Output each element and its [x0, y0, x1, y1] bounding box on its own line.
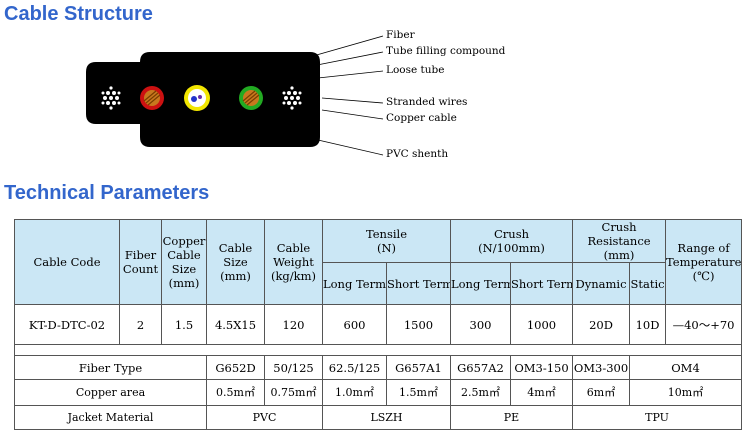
cable-structure-heading: Cable Structure [4, 3, 153, 25]
label-fiber: Fiber [386, 29, 415, 41]
fiber-type-value: 50/125 [264, 355, 323, 380]
stranded-wire-right [282, 86, 302, 110]
data-row: KT-D-DTC-02 2 1.5 4.5X15 120 600 1500 30… [14, 304, 742, 345]
copper-area-value: 0.5m㎡ [206, 379, 265, 406]
jacket-material-row: Jacket Material PVC LSZH PE TPU [14, 405, 742, 430]
fiber-type-value: G657A2 [450, 355, 511, 380]
hdr-tensile: Tensile(N) [322, 219, 451, 263]
fiber-type-row: Fiber Type G652D 50/125 62.5/125 G657A1 … [14, 355, 742, 380]
copper-area-value: 10m㎡ [629, 379, 742, 406]
label-copper-cable: Copper cable [386, 112, 457, 124]
copper-cable-red [140, 86, 164, 110]
header-row-2: Long Term Short Term Long Term Short Ter… [15, 262, 742, 305]
copper-area-value: 2.5m㎡ [450, 379, 511, 406]
copper-area-value: 4m㎡ [509, 379, 574, 406]
label-stranded-wires: Stranded wires [386, 96, 468, 108]
copper-area-row: Copper area 0.5m㎡ 0.75m㎡ 1.0m㎡ 1.5m㎡ 2.5… [14, 379, 742, 406]
fiber-type-value: OM4 [629, 355, 742, 380]
cell-copper: 1.5 [161, 304, 207, 345]
cell-size: 4.5X15 [206, 304, 265, 345]
jacket-value: TPU [572, 405, 742, 430]
fiber-type-value: G657A1 [386, 355, 451, 380]
spacer-row [13, 344, 742, 356]
label-pvc-sheath: PVC shenth [386, 148, 449, 160]
hdr-tensile-short: Short Term [386, 262, 451, 305]
fiber-type-label: Fiber Type [14, 355, 207, 380]
jacket-value: LSZH [322, 405, 451, 430]
jacket-value: PVC [206, 405, 323, 430]
jacket-label: Jacket Material [14, 405, 207, 430]
hdr-crush-long: Long Term [450, 262, 511, 305]
fiber-type-value: 62.5/125 [322, 355, 387, 380]
cell-tensile-long: 600 [322, 304, 387, 345]
label-tube-filling: Tube filling compound [386, 45, 506, 57]
hdr-dynamic: Dynamic [572, 262, 631, 305]
hdr-crush: Crush(N/100mm) [449, 219, 574, 263]
cell-crush-short: 1000 [509, 304, 574, 345]
technical-parameters-heading: Technical Parameters [4, 182, 210, 204]
copper-area-value: 6m㎡ [572, 379, 631, 406]
cell-code: KT-D-DTC-02 [14, 304, 120, 345]
cell-dynamic: 20D [572, 304, 631, 345]
hdr-cable-code: Cable Code [14, 219, 120, 305]
copper-cable-green [239, 86, 263, 110]
loose-tube-fiber [184, 85, 210, 111]
copper-area-value: 1.5m㎡ [386, 379, 451, 406]
label-loose-tube: Loose tube [386, 64, 445, 76]
cell-fiber: 2 [119, 304, 162, 345]
cable-cross-section [86, 35, 384, 156]
copper-area-value: 1.0m㎡ [322, 379, 387, 406]
cell-tensile-short: 1500 [386, 304, 451, 345]
hdr-static: Static [629, 262, 667, 305]
hdr-tensile-long: Long Term [322, 262, 387, 305]
copper-area-label: Copper area [14, 379, 207, 406]
cell-temp: —40～+70 [665, 304, 742, 345]
hdr-crush-short: Short Term [509, 262, 574, 305]
cell-crush-long: 300 [450, 304, 511, 345]
fiber-type-value: G652D [206, 355, 265, 380]
stranded-wire-left [101, 86, 121, 110]
leader-lines [305, 35, 384, 156]
jacket-value: PE [449, 405, 574, 430]
cell-weight: 120 [264, 304, 323, 345]
copper-area-value: 0.75m㎡ [264, 379, 323, 406]
cell-static: 10D [629, 304, 667, 345]
fiber-type-value: OM3-300 [572, 355, 631, 380]
fiber-type-value: OM3-150 [509, 355, 574, 380]
